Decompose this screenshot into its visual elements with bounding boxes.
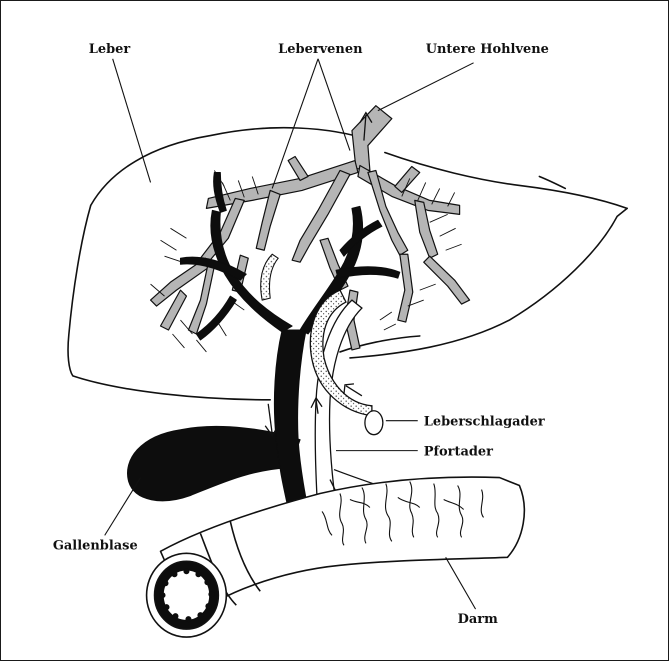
flow-arrows <box>264 111 373 437</box>
label-gallenblase: Gallenblase <box>53 538 138 553</box>
label-pfortader: Pfortader <box>424 445 493 460</box>
intestine-vessels <box>321 481 485 546</box>
hepatic-veins <box>149 105 471 351</box>
leader-lines <box>104 58 477 610</box>
vein-hatching <box>150 170 462 353</box>
label-lebervenen: Lebervenen <box>278 42 363 57</box>
label-leberschlagader: Leberschlagader <box>424 415 545 430</box>
hepatic-artery <box>260 253 384 436</box>
label-untere-hohlvene: Untere Hohlvene <box>426 42 549 57</box>
label-leber: Leber <box>89 42 131 57</box>
label-darm: Darm <box>458 612 498 627</box>
intestine-villi <box>159 568 215 623</box>
liver-outline <box>67 126 628 401</box>
intestine <box>145 476 526 638</box>
bile-ducts <box>127 171 401 520</box>
